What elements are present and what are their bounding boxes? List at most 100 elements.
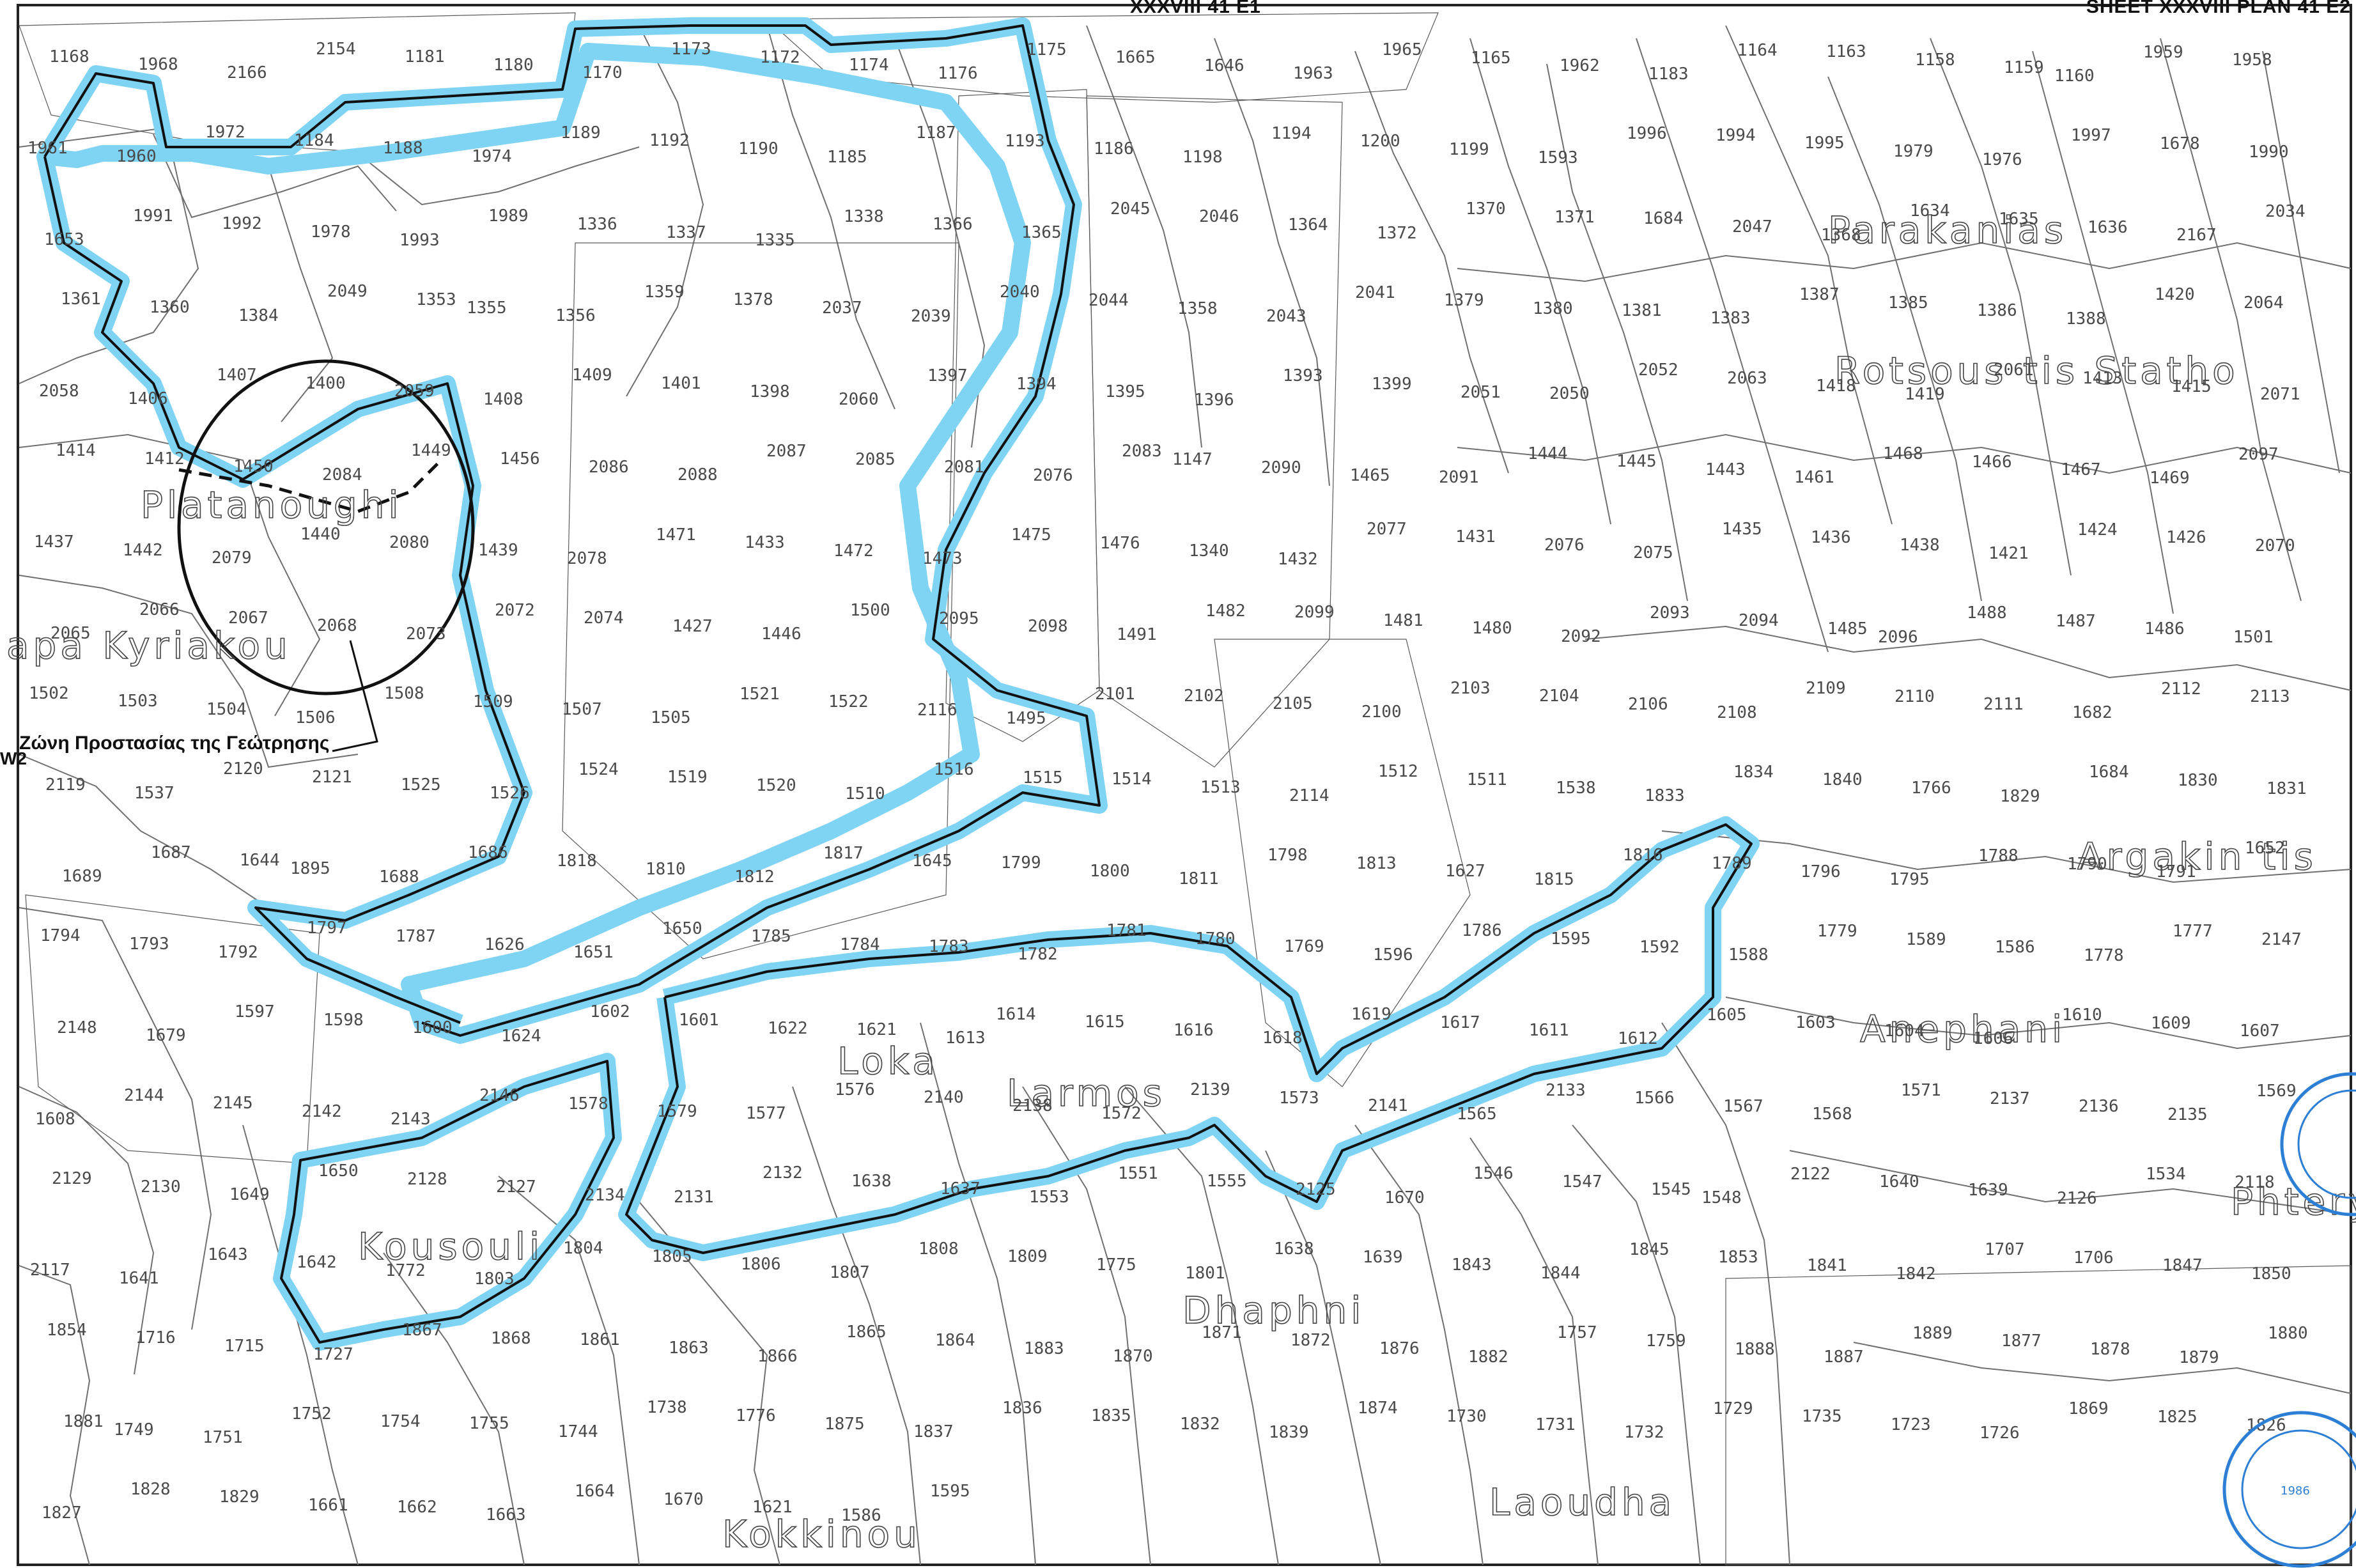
parcel-number: 2088 xyxy=(678,465,718,485)
annotation-leader xyxy=(332,640,378,752)
parcel-number: 2129 xyxy=(52,1169,92,1188)
parcel-number: 1512 xyxy=(1378,762,1418,781)
map-frame xyxy=(17,4,2352,1566)
parcel-number: 1679 xyxy=(146,1026,186,1045)
parcel-number: 2101 xyxy=(1095,685,1135,704)
parcel-number: 1596 xyxy=(1373,945,1413,965)
parcel-number: 1651 xyxy=(573,943,614,962)
parcel-number: 1592 xyxy=(1639,938,1680,957)
parcel-number: 1524 xyxy=(578,760,619,779)
parcel-number: 1829 xyxy=(219,1487,260,1507)
parcel-number: 1887 xyxy=(1824,1347,1864,1367)
parcel-number: 1841 xyxy=(1807,1256,1847,1275)
parcel-number: 1473 xyxy=(922,549,963,568)
official-stamp: 1986 xyxy=(2222,1411,2356,1568)
parcel-number: 1359 xyxy=(644,283,685,302)
parcel-number: 2106 xyxy=(1628,695,1668,714)
locality-label: Argakin tis xyxy=(2077,835,2317,878)
parcel-number: 1735 xyxy=(1802,1407,1842,1426)
parcel-number: 1509 xyxy=(473,692,513,711)
parcel-number: 1663 xyxy=(486,1505,526,1525)
parcel-number: 1172 xyxy=(760,48,800,67)
parcel-number: 2087 xyxy=(766,442,807,461)
zone-line-south-east xyxy=(625,823,1753,1254)
parcel-number: 2143 xyxy=(391,1110,431,1129)
parcel-number: 1787 xyxy=(396,927,436,946)
parcel-number: 1485 xyxy=(1827,619,1868,639)
parcel-number: 1379 xyxy=(1444,291,1484,310)
parcel-number: 1586 xyxy=(1995,938,2035,957)
parcel-number: 1388 xyxy=(2066,309,2106,329)
parcel-number: 2045 xyxy=(1110,199,1151,219)
parcel-number: 1415 xyxy=(2171,377,2212,396)
parcel-number: 1595 xyxy=(1551,929,1591,949)
parcel-number: 1565 xyxy=(1457,1105,1497,1124)
parcel-number: 1684 xyxy=(2089,763,2129,782)
parcel-number: 1147 xyxy=(1172,450,1213,469)
parcel-number: 1601 xyxy=(679,1011,719,1030)
parcel-number: 1164 xyxy=(1737,41,1778,60)
parcel-number: 1810 xyxy=(646,860,686,879)
parcel-number: 1336 xyxy=(577,215,617,234)
parcel-number: 1779 xyxy=(1817,922,1857,941)
parcel-number: 2134 xyxy=(585,1186,625,1205)
parcel-number: 1738 xyxy=(647,1398,687,1417)
parcel-number: 2085 xyxy=(855,450,895,469)
parcel-number: 1670 xyxy=(663,1490,704,1509)
parcel-number: 2097 xyxy=(2238,445,2279,464)
parcel-number: 1798 xyxy=(1267,846,1308,865)
parcel-number: 1749 xyxy=(114,1420,154,1440)
parcel-number: 1501 xyxy=(2233,628,2274,647)
parcel-number: 2093 xyxy=(1650,603,1690,623)
parcel-number: 1782 xyxy=(1018,945,1058,964)
parcel-number: 1686 xyxy=(468,843,508,862)
parcel-number: 1437 xyxy=(34,532,74,552)
parcel-number: 1993 xyxy=(399,231,440,250)
parcel-number: 1516 xyxy=(934,760,974,779)
parcel-number: 2039 xyxy=(911,307,951,326)
parcel-number: 2072 xyxy=(495,601,535,620)
parcel-number: 2078 xyxy=(567,549,607,568)
parcel-number: 1617 xyxy=(1440,1013,1480,1032)
parcel-number: 1818 xyxy=(557,851,597,871)
parcel-number: 1968 xyxy=(138,55,178,74)
parcel-number: 1163 xyxy=(1826,42,1866,61)
parcel-number: 1170 xyxy=(582,63,623,82)
parcel-number: 1889 xyxy=(1912,1324,1953,1343)
parcel-number: 2092 xyxy=(1561,627,1601,646)
parcel-number: 1641 xyxy=(119,1269,159,1288)
parcel-number: 1361 xyxy=(61,290,101,309)
parcel-number: 1832 xyxy=(1180,1415,1220,1434)
parcel-number: 1469 xyxy=(2150,469,2190,488)
parcel-number: 1401 xyxy=(661,374,701,393)
parcel-number: 2066 xyxy=(139,600,180,619)
parcel-number: 1996 xyxy=(1627,124,1667,143)
parcel-number: 1606 xyxy=(1973,1029,2013,1048)
parcel-number: 2090 xyxy=(1261,458,1301,477)
parcel-number: 1387 xyxy=(1799,285,1840,304)
parcel-number: 1534 xyxy=(2146,1165,2186,1184)
parcel-number: 1854 xyxy=(47,1321,87,1340)
parcel-number: 1833 xyxy=(1645,786,1685,805)
parcel-number: 2135 xyxy=(2167,1105,2208,1124)
parcel-number: 2094 xyxy=(1739,611,1779,630)
parcel-number: 1662 xyxy=(397,1498,437,1517)
parcel-number: 1515 xyxy=(1023,768,1063,788)
sheet-code-left: XXXVIII 41 E1 xyxy=(1130,0,1261,17)
locality-label: apa Kyriakou xyxy=(6,624,291,667)
parcel-number: 1567 xyxy=(1723,1097,1763,1116)
parcel-number: 1442 xyxy=(123,541,163,560)
parcel-number: 1600 xyxy=(412,1018,453,1037)
parcel-number: 1707 xyxy=(1985,1240,2025,1259)
parcel-number: 2060 xyxy=(839,390,879,409)
parcel-number: 1198 xyxy=(1182,148,1223,167)
parcel-number: 1340 xyxy=(1189,541,1229,561)
parcel-number: 1637 xyxy=(940,1179,980,1199)
parcel-number: 1192 xyxy=(649,131,690,150)
parcel-number: 1380 xyxy=(1533,299,1573,318)
parcel-number: 1837 xyxy=(913,1422,954,1441)
parcel-number: 1795 xyxy=(1889,870,1930,889)
parcel-number: 1744 xyxy=(558,1422,598,1441)
parcel-number: 1371 xyxy=(1554,208,1595,227)
